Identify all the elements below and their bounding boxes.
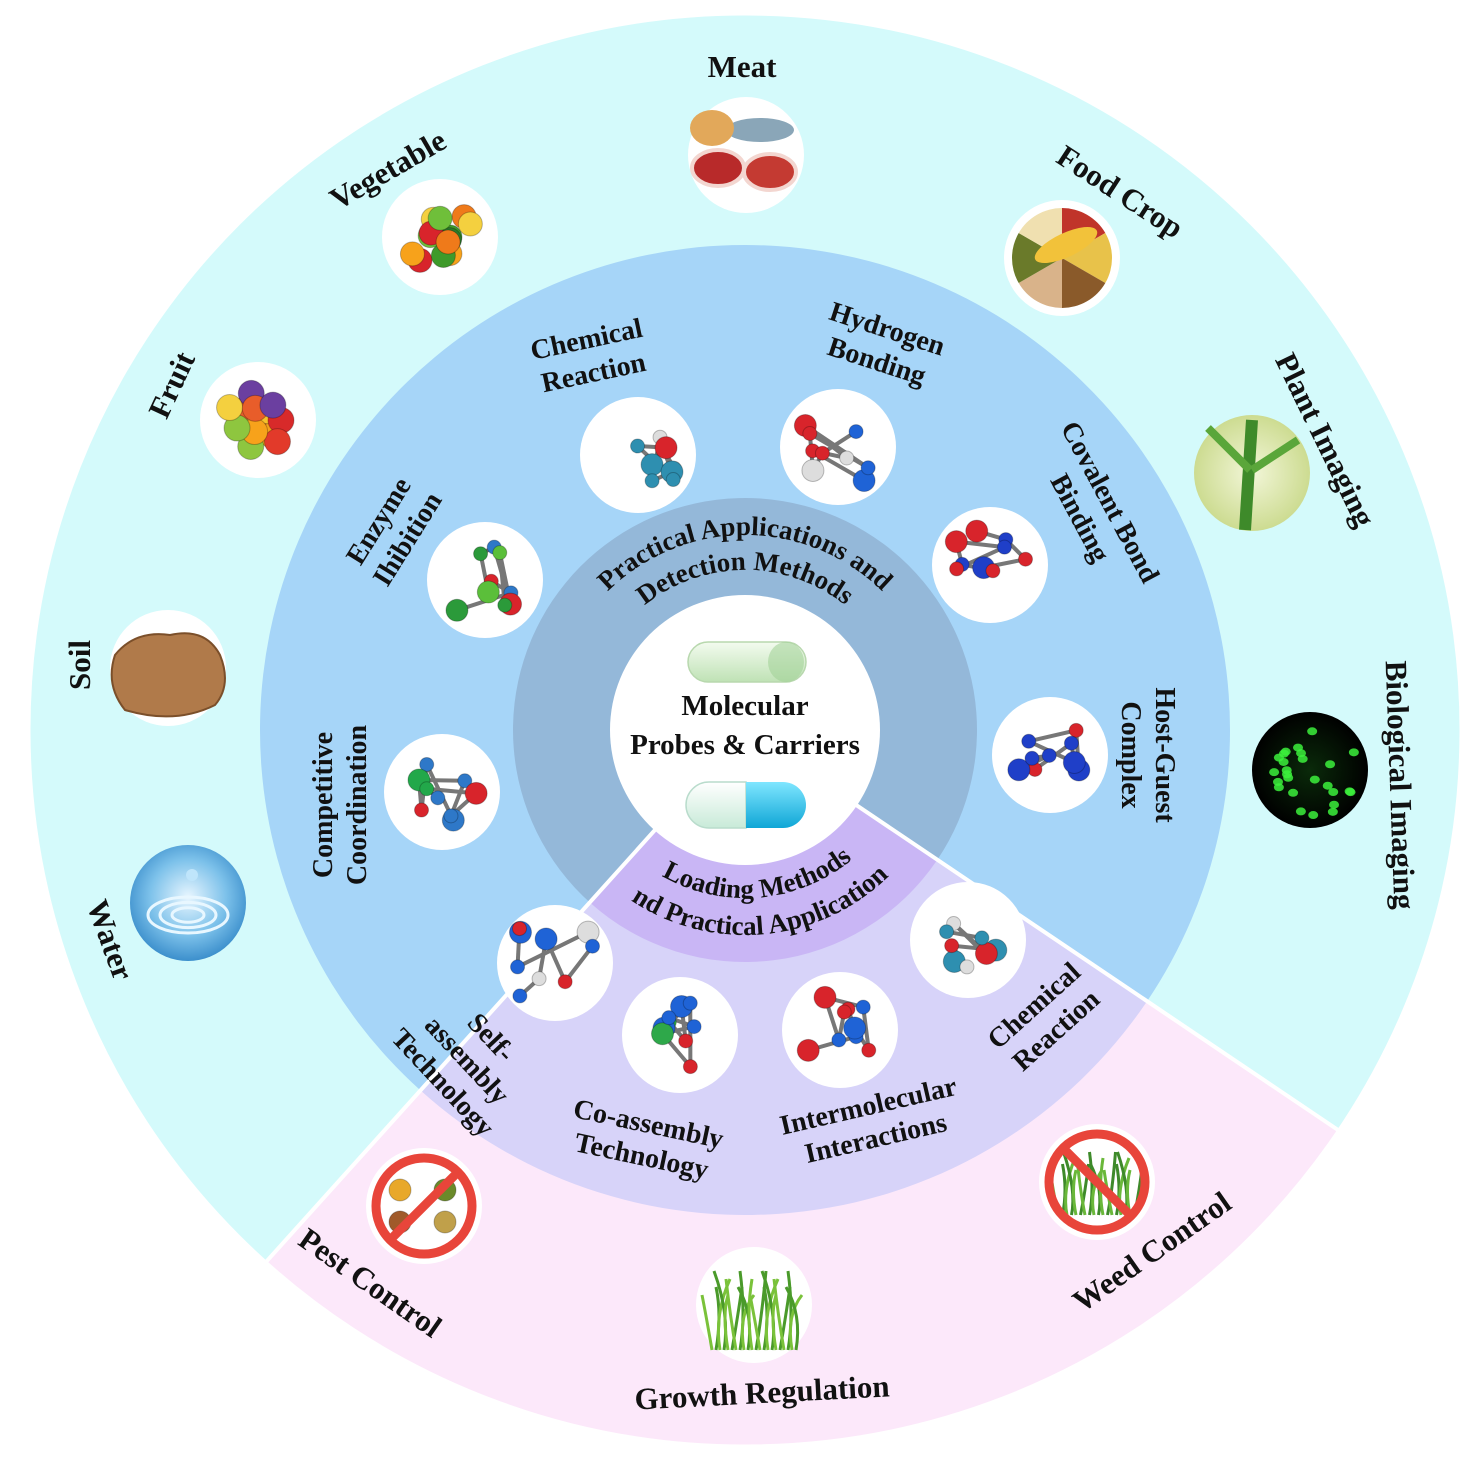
middle-loading-sector (420, 730, 1148, 1215)
coordination-molecule-icon (384, 734, 500, 850)
enzyme-molecule-icon (427, 522, 543, 638)
method-label-hostguest-line: Complex (1115, 701, 1146, 808)
green-pill-icon (687, 641, 807, 683)
icons-layer (110, 97, 1368, 1363)
method-label-competitive-line: Competitive (308, 732, 339, 878)
self-assembly-sphere-icon (497, 905, 613, 1021)
meat-icon (688, 97, 804, 213)
center-circle (610, 595, 880, 865)
outer-label-soil: Soil (62, 640, 97, 690)
soil-icon (110, 610, 226, 726)
fruit-icon (200, 362, 316, 478)
host-guest-molecule-icon (992, 697, 1108, 813)
outer-label-meat: Meat (708, 49, 778, 84)
vegetable-icon (382, 179, 498, 295)
grass-icon (696, 1247, 812, 1363)
no-weeds-icon (1039, 1124, 1155, 1240)
center-title-line1: Molecular (681, 690, 808, 722)
chemical-reaction-molecule-icon (580, 397, 696, 513)
plant-stem-icon (1194, 415, 1310, 531)
chemical-reaction-molecule-icon (910, 882, 1026, 998)
method-label-competitive-line: Coordination (342, 724, 373, 885)
center-title-line2: Probes & Carriers (630, 729, 860, 761)
outer-label-text: Meat (708, 49, 778, 84)
co-assembly-molecule-icon (622, 977, 738, 1093)
capsule-icon (685, 781, 806, 829)
outer-label-bioimg: Biological Imaging (1379, 660, 1423, 910)
outer-rim (27, 12, 1463, 1448)
no-pests-icon (366, 1148, 482, 1264)
hydrogen-bonding-molecule-icon (780, 389, 896, 505)
outer-label-text: Biological Imaging (1379, 660, 1423, 910)
fluorescent-cells-icon (1252, 712, 1368, 828)
lattice-molecule-icon (782, 972, 898, 1088)
method-label-hostguest-line: Host-Guest (1149, 687, 1180, 823)
water-drop-icon (130, 845, 246, 961)
grain-icon (1004, 200, 1120, 316)
center-hub: Molecular Probes & Carriers (610, 595, 880, 865)
covalent-bond-molecule-icon (932, 507, 1048, 623)
outer-label-text: Soil (62, 640, 97, 690)
ring-sectors (27, 12, 1463, 1448)
